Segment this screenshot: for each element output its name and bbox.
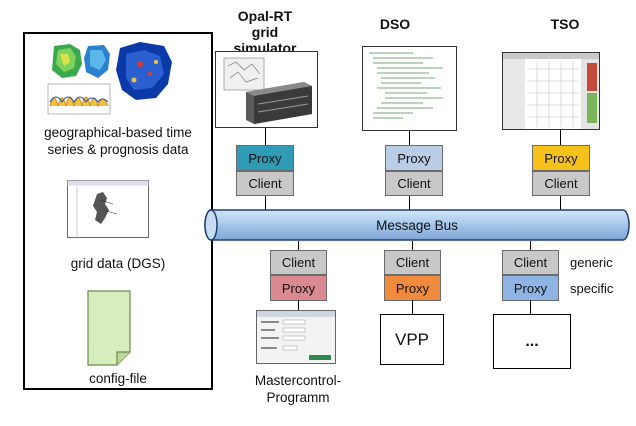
geo-caption-line2: series & prognosis data — [47, 142, 189, 157]
dso-title: DSO — [379, 16, 411, 32]
master-client: Client — [270, 250, 327, 275]
master-control-image — [256, 310, 336, 364]
connector-vpp-box — [412, 300, 413, 315]
dso-proxy: Proxy — [385, 145, 443, 171]
tso-proxy: Proxy — [532, 145, 590, 171]
geo-caption-line1: geographical-based time — [44, 125, 192, 140]
vpp-client: Client — [384, 250, 441, 275]
connector-tso-bus — [560, 195, 561, 211]
master-proxy: Proxy — [270, 275, 327, 301]
master-caption-line2: Programm — [266, 390, 330, 405]
message-bus-label: Message Bus — [376, 217, 458, 233]
master-control-caption: Mastercontrol- Programm — [238, 372, 358, 406]
specific-label: specific — [570, 281, 614, 296]
generic-label: generic — [570, 255, 613, 270]
opal-client: Client — [236, 171, 294, 196]
opal-rt-title: Opal-RT grid simulator — [225, 8, 305, 56]
dso-code-image — [362, 46, 457, 131]
grid-data-caption: grid data (DGS) — [70, 256, 166, 271]
connector-bus-generic — [530, 241, 531, 251]
dso-client: Client — [385, 171, 443, 196]
connector-generic-box — [530, 300, 531, 315]
tso-client: Client — [532, 171, 590, 196]
connector-bus-vpp — [412, 241, 413, 251]
config-file-caption: config-file — [89, 371, 147, 386]
tso-screen-image — [502, 52, 600, 130]
connector-opal-image — [265, 128, 266, 145]
connector-opal-bus — [265, 195, 266, 211]
geo-data-caption: geographical-based time series & prognos… — [28, 124, 208, 158]
vpp-proxy: Proxy — [384, 275, 441, 301]
connector-bus-master — [298, 241, 299, 251]
connector-dso-image — [409, 131, 410, 145]
opal-proxy: Proxy — [236, 145, 294, 171]
generic-proxy: Proxy — [502, 275, 559, 301]
master-caption-line1: Mastercontrol- — [254, 373, 342, 388]
opal-rt-image — [215, 51, 318, 128]
message-bus-pipe — [204, 209, 630, 241]
grid-data-image — [67, 180, 149, 238]
tso-title: TSO — [550, 16, 580, 32]
connector-dso-bus — [409, 195, 410, 211]
generic-client: Client — [502, 250, 559, 275]
file-icon — [87, 290, 131, 366]
more-systems-box: ... — [493, 314, 571, 369]
connector-master-screen — [298, 300, 299, 310]
opal-title-line1: Opal-RT — [237, 8, 293, 24]
vpp-box: VPP — [380, 314, 444, 365]
connector-tso-image — [560, 130, 561, 145]
geo-maps-image — [40, 40, 180, 118]
